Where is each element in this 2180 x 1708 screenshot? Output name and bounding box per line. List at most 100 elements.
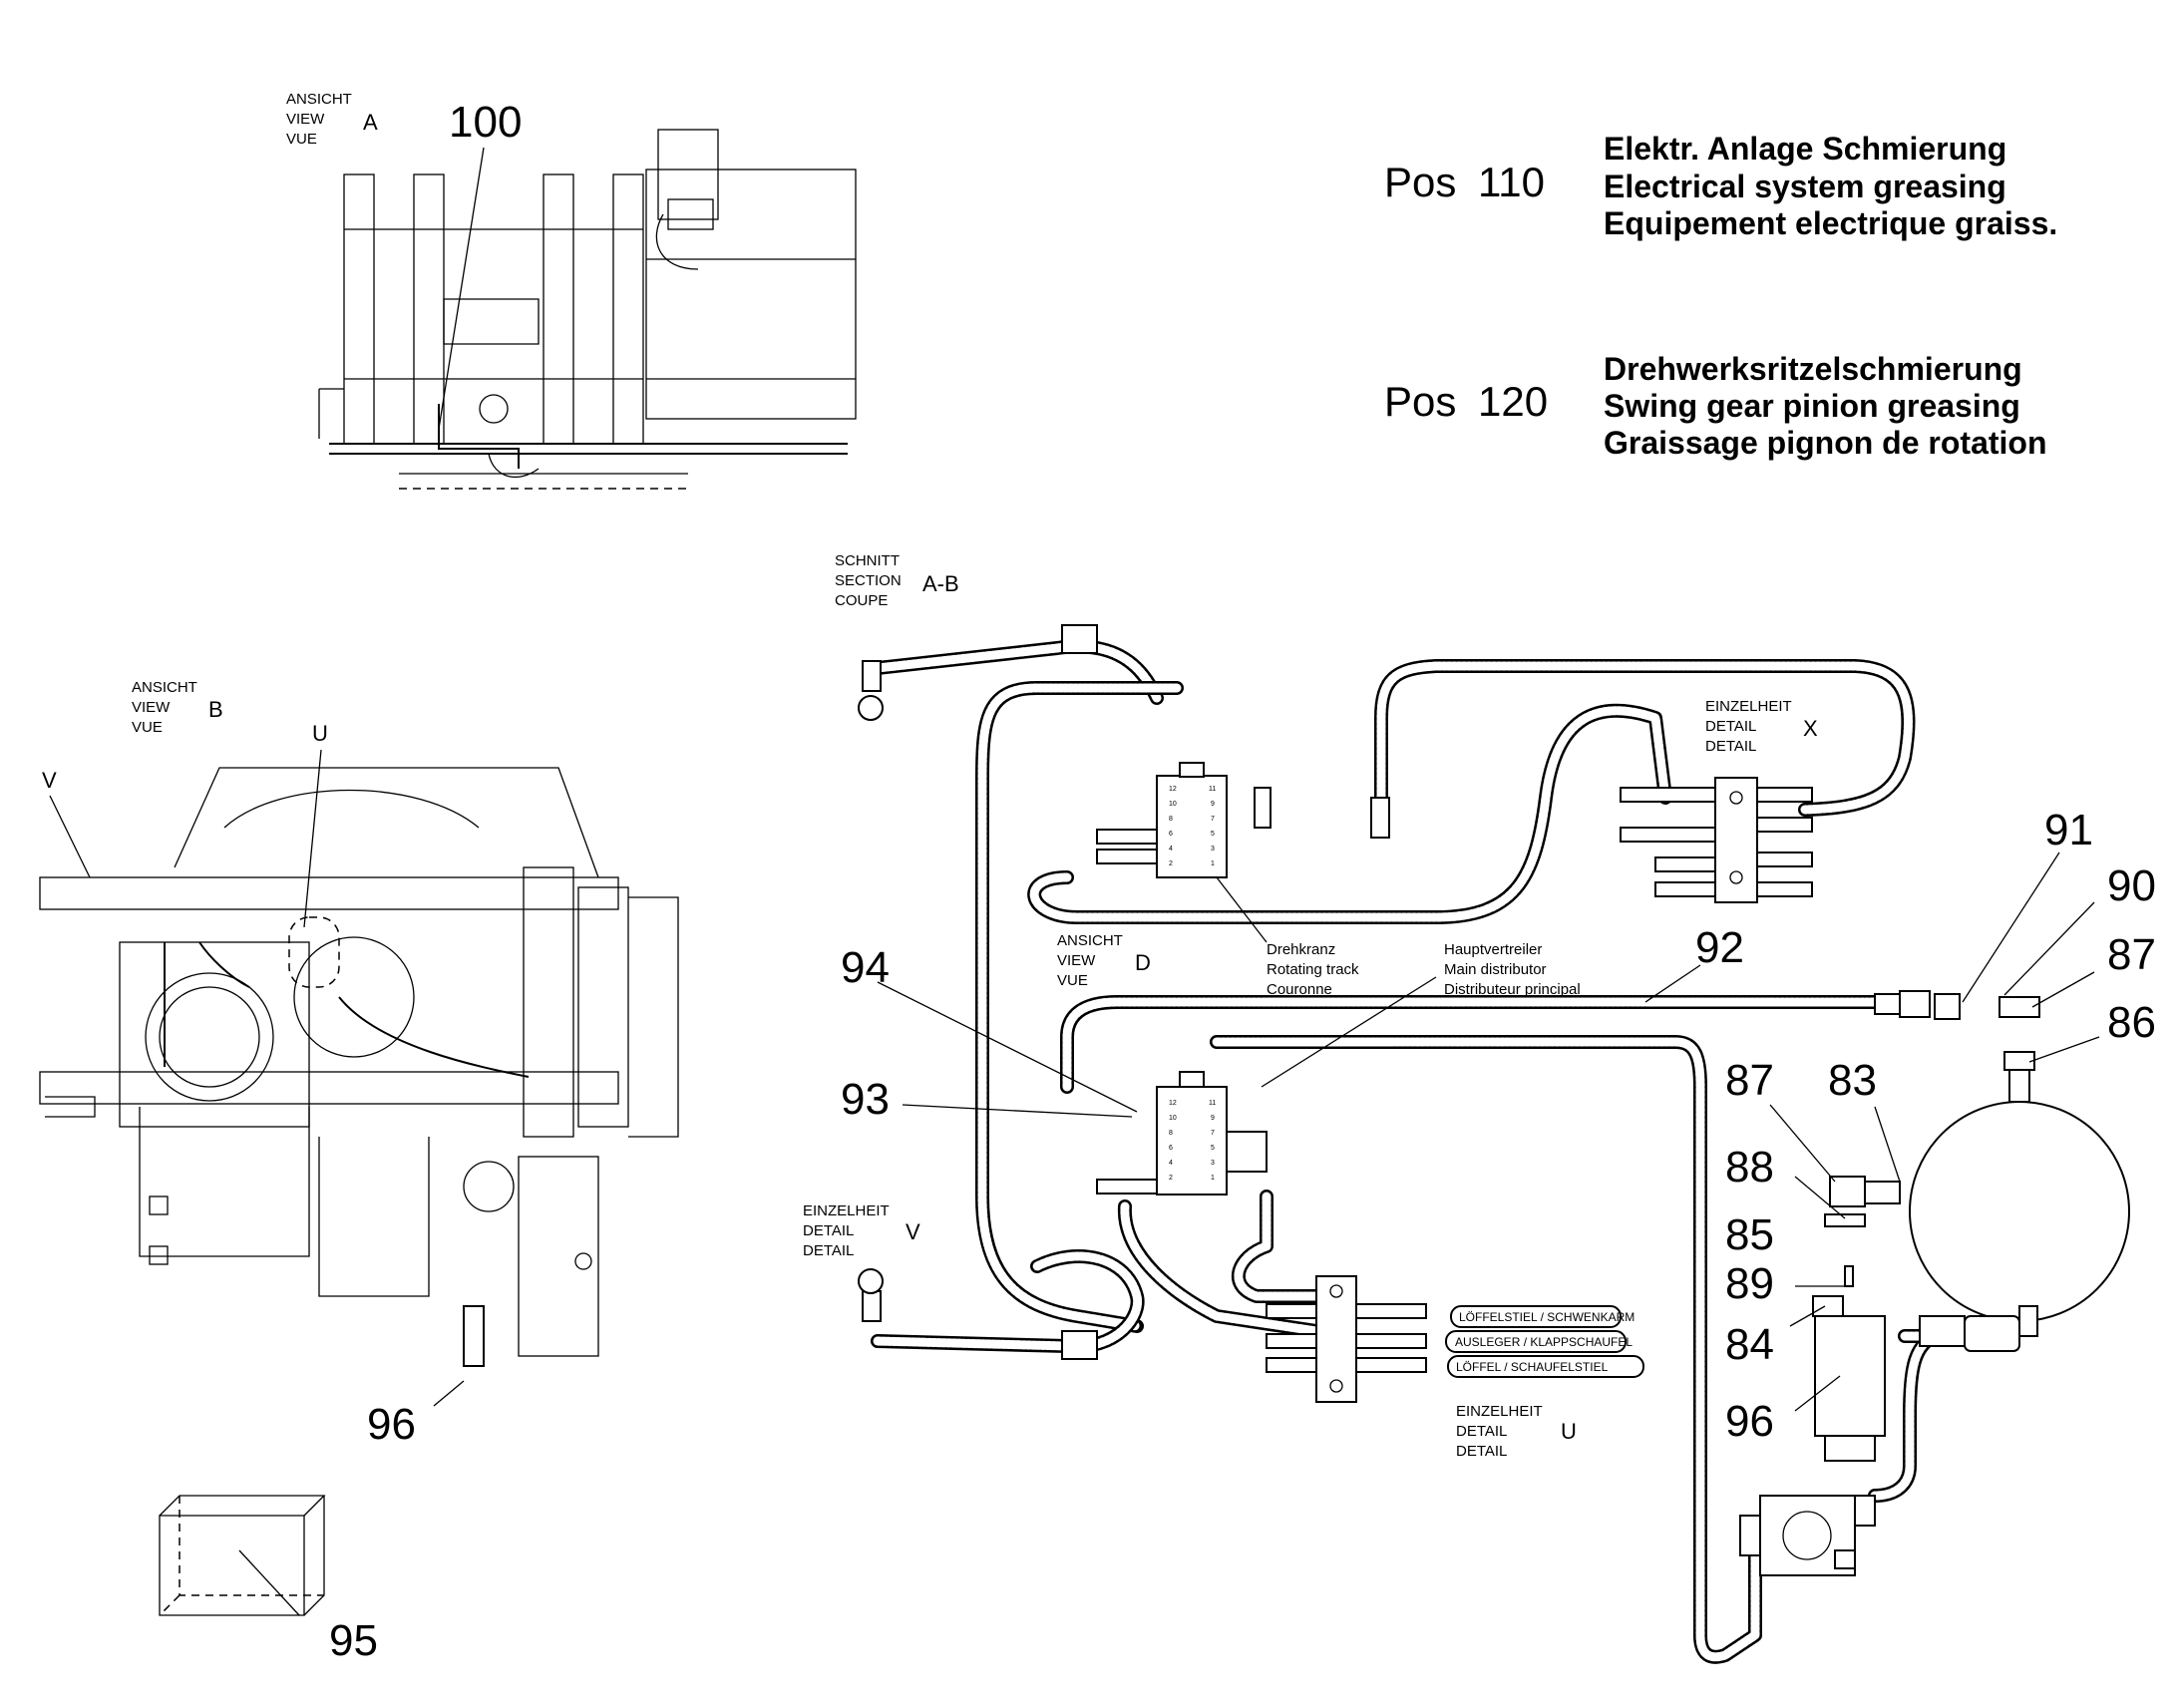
section-ab-fr: COUPE [835, 592, 888, 609]
callout-89: 89 [1725, 1259, 1774, 1308]
view-a-en: VIEW [286, 111, 325, 128]
view-b-frame-drawing [39, 767, 679, 1357]
detail-u-en: DETAIL [1456, 1423, 1507, 1440]
pump-unit [1739, 1495, 1876, 1576]
svg-text:5: 5 [1211, 1145, 1215, 1152]
pos-120-label: Pos [1384, 378, 1456, 425]
svg-text:5: 5 [1211, 831, 1215, 838]
svg-text:2: 2 [1169, 860, 1173, 867]
detail-x-letter: X [1803, 716, 1818, 741]
label-rotating-track: Drehkranz Rotating track Couronne [1267, 941, 1359, 998]
detail-v-fr: DETAIL [803, 1242, 854, 1259]
callout-95: 95 [329, 1616, 378, 1665]
section-ab: SCHNITT SECTION COUPE A-B [835, 552, 1942, 1664]
view-b-letter: B [208, 697, 223, 722]
tag-loeffel-schaufelstiel: LÖFFEL / SCHAUFELSTIEL [1456, 1360, 1609, 1374]
pos-120-title-fr: Graissage pignon de rotation [1604, 425, 2047, 461]
detail-x-en: DETAIL [1705, 718, 1756, 735]
view-b-fr: VUE [132, 719, 163, 736]
grease-tank [1909, 1051, 2130, 1337]
rotating-track-en: Rotating track [1267, 961, 1359, 978]
detail-u: LÖFFELSTIEL / SCHWENKARM AUSLEGER / KLAP… [1266, 1275, 1644, 1460]
rotating-track-fr: Couronne [1267, 981, 1332, 998]
view-b-en: VIEW [132, 699, 171, 716]
svg-text:1: 1 [1211, 860, 1215, 867]
callout-96-view-b: 96 [367, 1400, 416, 1449]
callout-87-bottom: 87 [1725, 1056, 1774, 1105]
pos-110-label: Pos [1384, 159, 1456, 205]
distributor-rotating-track: 12 11 10 9 8 7 6 5 4 3 2 1 [1096, 762, 1228, 878]
callout-92-leader [1644, 964, 1701, 1003]
svg-text:2: 2 [1169, 1175, 1173, 1182]
detail-v: EINZELHEIT DETAIL DETAIL V [803, 1202, 920, 1259]
svg-text:12: 12 [1169, 786, 1177, 793]
section-ab-de: SCHNITT [835, 552, 900, 569]
callout-87-top: 87 [2107, 930, 2156, 979]
view-a-letter: A [363, 110, 378, 135]
detail-x-fr: DETAIL [1705, 738, 1756, 755]
callout-83-leader [1874, 1106, 1901, 1183]
tag-ausleger-klappschaufel: AUSLEGER / KLAPPSCHAUFEL [1455, 1335, 1633, 1349]
callout-87a-leader [2031, 971, 2095, 1008]
view-d-fr: VUE [1057, 972, 1088, 989]
filter-96 [1812, 1295, 1886, 1462]
main-distributor-de: Hauptvertreiler [1444, 941, 1542, 958]
pos-120-number: 120 [1478, 378, 1548, 425]
svg-text:7: 7 [1211, 816, 1215, 823]
label-main-distributor: Hauptvertreiler Main distributor Distrib… [1444, 941, 1581, 998]
callout-100-leader [438, 147, 485, 430]
detail-u-tag-1: LÖFFELSTIEL / SCHWENKARM [1450, 1305, 1635, 1328]
detail-v-letter: V [906, 1219, 920, 1244]
callout-91-leader [1962, 852, 2060, 1003]
detail-x: EINZELHEIT DETAIL DETAIL X [1620, 698, 1818, 903]
distributor-detail-u [1266, 1275, 1427, 1403]
view-b: ANSICHT VIEW VUE B V U [39, 679, 679, 1449]
pressure-line-fittings [1874, 990, 2040, 1352]
detail-u-tag-3: LÖFFEL / SCHAUFELSTIEL [1447, 1355, 1644, 1378]
svg-text:8: 8 [1169, 1130, 1173, 1137]
detail-u-fr: DETAIL [1456, 1443, 1507, 1460]
pos-120-title-en: Swing gear pinion greasing [1604, 388, 2020, 424]
view-a: ANSICHT VIEW VUE A 10 [286, 91, 857, 490]
svg-text:9: 9 [1211, 801, 1215, 808]
fitting-top-left [862, 660, 882, 692]
callout-92: 92 [1695, 923, 1744, 972]
svg-text:8: 8 [1169, 816, 1173, 823]
view-b-marker-u: U [312, 721, 328, 746]
callout-88-leader [1794, 1176, 1846, 1219]
fitting-bottom [1061, 1330, 1098, 1360]
svg-text:12: 12 [1169, 1100, 1177, 1107]
detail-u-letter: U [1561, 1419, 1577, 1444]
svg-text:6: 6 [1169, 1145, 1173, 1152]
svg-text:7: 7 [1211, 1130, 1215, 1137]
pos-110-title-fr: Equipement electrique graiss. [1604, 205, 2057, 241]
detail-u-tag-2: AUSLEGER / KLAPPSCHAUFEL [1445, 1330, 1633, 1353]
callout-85: 85 [1725, 1210, 1774, 1259]
svg-text:11: 11 [1209, 1100, 1216, 1107]
view-d: ANSICHT VIEW VUE D 12 11 10 9 8 7 6 5 4 … [1057, 762, 1359, 998]
callout-87b-leader [1769, 1104, 1836, 1183]
svg-text:10: 10 [1169, 1115, 1177, 1122]
pos-120-header: Pos 120 Drehwerksritzelschmierung Swing … [1384, 351, 2047, 461]
vent-valve-assembly [1824, 1176, 1901, 1287]
pos-110-number: 110 [1478, 159, 1545, 205]
pos-110-title-en: Electrical system greasing [1604, 169, 2006, 204]
view-b-item-96: 96 [367, 1305, 485, 1449]
hose-network [871, 639, 1942, 1664]
view-a-fr: VUE [286, 131, 317, 148]
rotating-track-de: Drehkranz [1267, 941, 1335, 958]
svg-text:6: 6 [1169, 831, 1173, 838]
distributor-detail-x [1620, 777, 1813, 903]
svg-text:11: 11 [1209, 786, 1216, 793]
detail-u-de: EINZELHEIT [1456, 1403, 1543, 1420]
main-distributor-fr: Distributeur principal [1444, 981, 1581, 998]
svg-text:1: 1 [1211, 1175, 1215, 1182]
tag-loeffelstiel-schwenkarm: LÖFFELSTIEL / SCHWENKARM [1459, 1310, 1635, 1324]
fitting-top [1061, 624, 1098, 654]
callout-86-leader [2028, 1036, 2100, 1063]
callout-90-leader [2003, 901, 2095, 996]
svg-text:3: 3 [1211, 1160, 1215, 1167]
detail-x-de: EINZELHEIT [1705, 698, 1792, 715]
callout-94-leader [877, 981, 1138, 1113]
